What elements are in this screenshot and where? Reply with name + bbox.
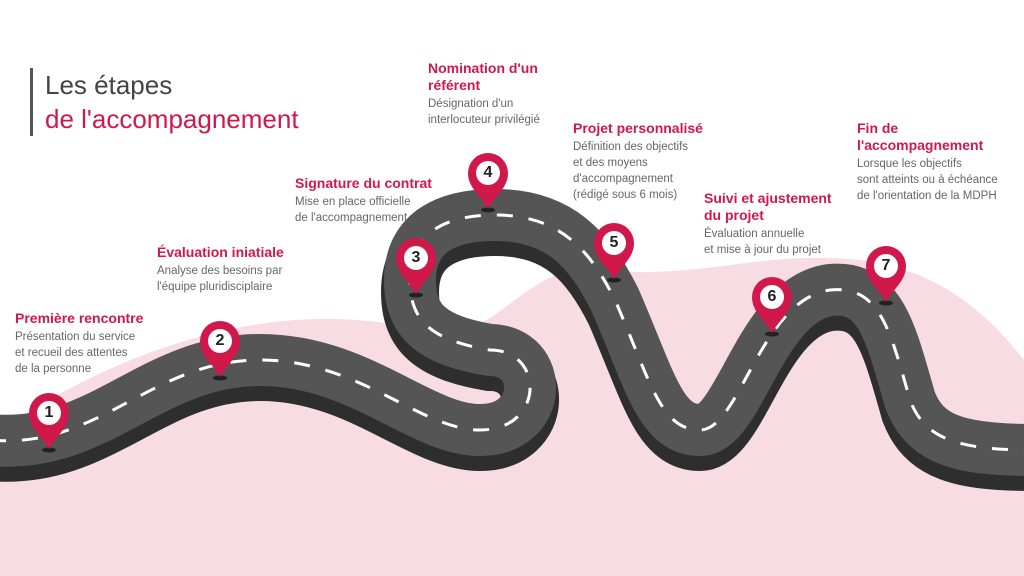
map-pin-icon: 3 <box>394 237 438 298</box>
step-desc: Analyse des besoins par <box>157 265 283 277</box>
map-pin-icon: 6 <box>750 276 794 337</box>
step-desc: (rédigé sous 6 mois) <box>573 189 678 201</box>
step-desc: sont atteints ou à échéance <box>857 174 998 186</box>
step-title: Projet personnalisé <box>573 120 703 136</box>
step-number: 5 <box>602 231 626 255</box>
title-line2: de l'accompagnement <box>45 104 299 134</box>
map-pin-icon: 1 <box>27 392 71 453</box>
step-title: Nomination d'un référent <box>428 60 538 93</box>
map-pin-icon: 2 <box>198 320 242 381</box>
step-desc: d'accompagnement <box>573 173 674 185</box>
step-number: 4 <box>476 161 500 185</box>
step-desc: Évaluation annuelle <box>704 228 805 240</box>
step-title: Fin de l'accompagnement <box>857 120 984 153</box>
map-pin-icon: 5 <box>592 222 636 283</box>
step-desc: Mise en place officielle <box>295 196 411 208</box>
step-number: 3 <box>404 246 428 270</box>
step-desc: l'équipe pluridisciplaire <box>157 281 273 293</box>
step-title: Évaluation iniatiale <box>157 244 284 260</box>
step-title: Suivi et ajustement du projet <box>704 190 832 223</box>
step-desc: interlocuteur privilégié <box>428 114 540 126</box>
step-desc: Définition des objectifs <box>573 141 689 153</box>
step-desc: et des moyens <box>573 157 648 169</box>
step-number: 7 <box>874 254 898 278</box>
step-desc: Désignation d'un <box>428 98 514 110</box>
map-pin-icon: 7 <box>864 245 908 306</box>
step-desc: de la personne <box>15 363 92 375</box>
step-desc: de l'accompagnement <box>295 212 408 224</box>
page-title: Les étapes de l'accompagnement <box>30 68 299 136</box>
step-number: 6 <box>760 285 784 309</box>
map-pin-icon: 4 <box>466 152 510 213</box>
step-number: 1 <box>37 401 61 425</box>
step-title: Signature du contrat <box>295 175 432 191</box>
step-desc: Présentation du service <box>15 331 136 343</box>
step-desc: de l'orientation de la MDPH <box>857 190 997 202</box>
step-title: Première rencontre <box>15 310 144 326</box>
step-number: 2 <box>208 329 232 353</box>
road-center-line <box>0 213 1024 452</box>
step-desc: Lorsque les objectifs <box>857 158 962 170</box>
title-line1: Les étapes <box>45 70 173 100</box>
step-desc: et recueil des attentes <box>15 347 128 359</box>
step-desc: et mise à jour du projet <box>704 244 821 256</box>
